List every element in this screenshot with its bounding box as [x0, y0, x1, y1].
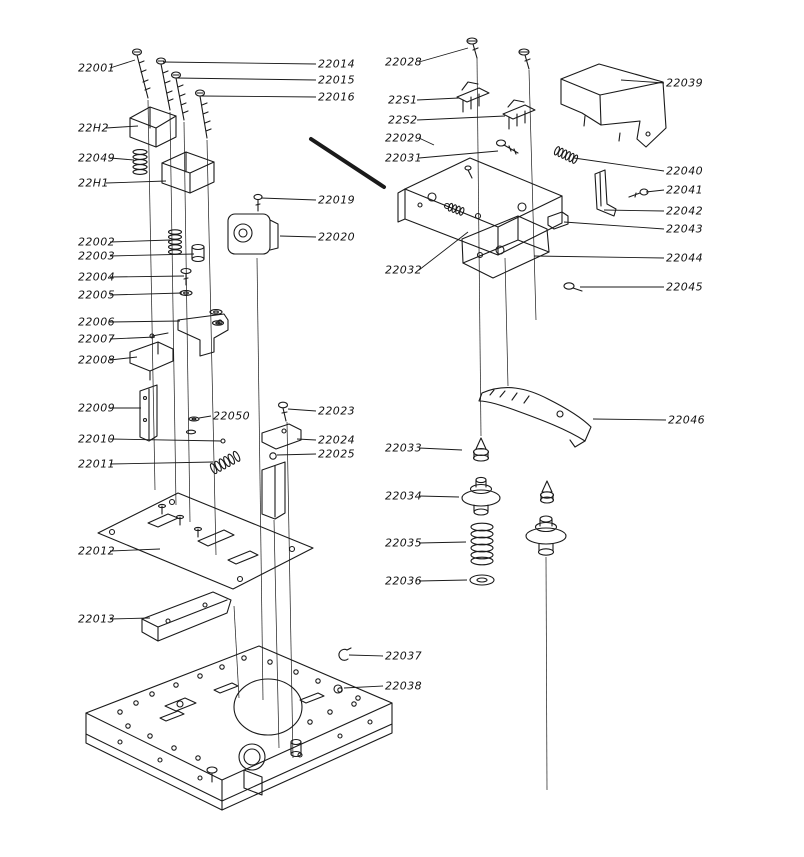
screw-22019-illustration — [253, 193, 263, 212]
pin-22010-illustration — [220, 438, 226, 444]
sub-bracket-22044-illustration — [461, 215, 550, 279]
base-plate-illustration — [85, 645, 393, 811]
right-pulley-illustration — [525, 515, 567, 556]
bracket-22h2-illustration — [129, 106, 177, 148]
spring-22035-illustration — [470, 522, 494, 566]
leader-lines — [105, 47, 667, 689]
rod-22029-illustration — [309, 137, 386, 189]
lever-22046-illustration — [478, 387, 592, 448]
washer-22005-illustration — [179, 290, 193, 296]
ring-22025-illustration — [269, 452, 277, 460]
spring-22049-illustration — [132, 149, 148, 175]
solenoid-22020-illustration — [227, 213, 279, 255]
spring-22040-illustration — [553, 146, 579, 164]
rail-22009-illustration — [139, 384, 158, 442]
pin-22007-illustration — [149, 332, 169, 339]
screw-22031-illustration — [495, 139, 519, 155]
washers-22050-illustration — [185, 416, 200, 435]
screw-22004-illustration — [180, 267, 192, 286]
screw-22041-illustration — [628, 188, 649, 198]
ring-22038-illustration — [333, 684, 343, 694]
spring-22002-illustration — [167, 229, 183, 255]
pulley-22034-illustration — [461, 476, 501, 516]
bracket-22008-illustration — [129, 341, 174, 381]
alignment-lines — [147, 57, 548, 791]
rail-lower-illustration — [261, 461, 286, 520]
bracket-22013-illustration — [141, 591, 232, 642]
switch-22s2-illustration — [502, 99, 536, 130]
cap-22033-illustration — [472, 437, 490, 462]
switch-22s1-illustration — [456, 81, 490, 113]
right-cap-illustration — [539, 480, 555, 504]
screw-22023-illustration — [277, 401, 289, 422]
mounting-screws-illustration — [131, 48, 212, 139]
cover-22039-illustration — [560, 63, 667, 148]
screw-22028-illustration — [466, 37, 531, 70]
bracket-assembly-22032-illustration — [397, 157, 563, 256]
block-22043-illustration — [547, 211, 569, 230]
spring-22011-illustration — [209, 450, 241, 475]
washer-22036-illustration — [469, 574, 495, 586]
washers-mid-illustration — [209, 309, 225, 326]
screw-22045-illustration — [563, 282, 583, 292]
bracket-22h1-illustration — [161, 151, 215, 194]
clip-22037-illustration — [338, 647, 352, 661]
bracket-22006-illustration — [177, 313, 229, 357]
clip-22024-illustration — [261, 423, 302, 450]
plate-22012-illustration — [97, 492, 314, 590]
bushing-22003-illustration — [191, 243, 205, 263]
bracket-22042-illustration — [594, 169, 617, 217]
